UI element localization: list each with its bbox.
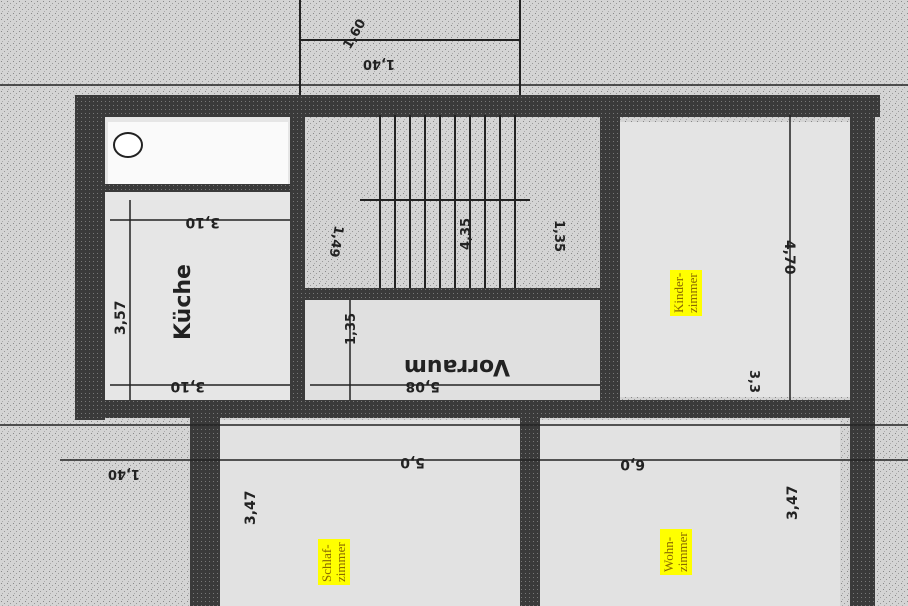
wohnzimmer-label-line1: Wohn- bbox=[661, 536, 676, 572]
wohnzimmer-area bbox=[540, 420, 840, 606]
schlafzimmer-label-line2: zimmer bbox=[333, 542, 348, 582]
dim-stair-b: 1,35 bbox=[551, 220, 566, 252]
dim-schlaf-depth: 3,47 bbox=[243, 490, 259, 525]
dim-kinder-width: 3,3 bbox=[746, 370, 761, 393]
schlafzimmer-area bbox=[220, 420, 520, 606]
dim-stair-a: 4,35 bbox=[459, 218, 474, 250]
toilet-icon bbox=[113, 132, 143, 158]
dim-top-a: 1,40 bbox=[363, 56, 395, 71]
dim-kueche-depth: 3,57 bbox=[113, 300, 129, 335]
dim-kinder-depth: 4,70 bbox=[781, 240, 797, 275]
kinderzimmer-label: Kinder- zimmer bbox=[670, 269, 702, 316]
vorraum-area bbox=[305, 300, 605, 400]
dim-vorraum-width: 1,35 bbox=[344, 313, 359, 345]
dim-schlaf-width: 5,0 bbox=[400, 454, 425, 470]
wohnzimmer-label-line2: zimmer bbox=[675, 532, 690, 572]
dim-vorraum-length: 5,08 bbox=[405, 378, 440, 394]
dimension-lines bbox=[0, 84, 908, 461]
dim-stair-c: 1,49 bbox=[325, 224, 345, 258]
dim-kueche-width-top: 3,10 bbox=[185, 214, 220, 230]
kinderzimmer-area bbox=[620, 122, 850, 397]
schlafzimmer-label-line1: Schlaf- bbox=[319, 544, 334, 582]
staircase bbox=[299, 0, 530, 288]
walls bbox=[75, 95, 880, 606]
dim-wohn-width: 6,0 bbox=[620, 456, 645, 472]
kueche-label: Küche bbox=[171, 264, 196, 340]
dim-left-small: 1,40 bbox=[108, 466, 140, 481]
wohnzimmer-label: Wohn- zimmer bbox=[660, 529, 692, 575]
schlafzimmer-label: Schlaf- zimmer bbox=[318, 539, 350, 585]
vorraum-label: Vorraum bbox=[404, 354, 510, 379]
kinderzimmer-label-line1: Kinder- bbox=[671, 272, 686, 313]
dim-kueche-width-bottom: 3,10 bbox=[170, 378, 205, 394]
dim-wohn-depth: 3,47 bbox=[785, 485, 801, 520]
kinderzimmer-label-line2: zimmer bbox=[685, 273, 700, 313]
